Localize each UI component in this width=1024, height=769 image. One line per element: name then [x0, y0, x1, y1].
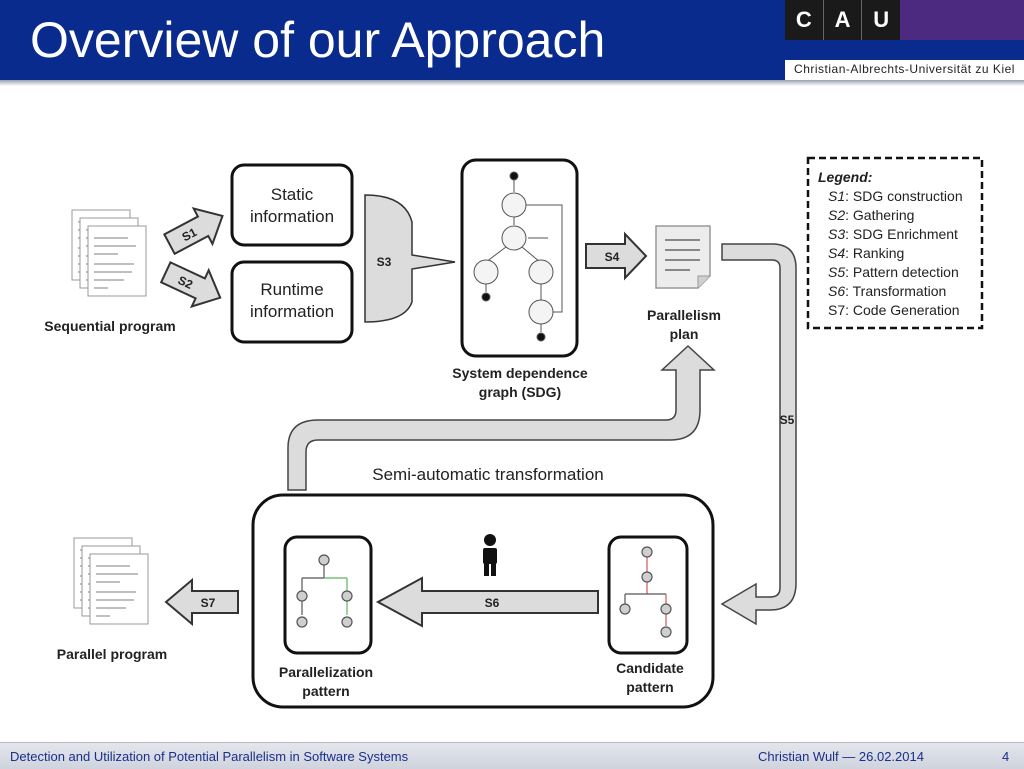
static-information-box [230, 163, 354, 247]
header-shadow [0, 80, 1024, 86]
logo-letter-u: U [873, 7, 890, 32]
sdg-box [460, 158, 579, 358]
legend-item: S5: Pattern detection [828, 264, 959, 280]
s6-label: S6 [485, 596, 500, 610]
candidate-line1: Candidate [616, 660, 684, 676]
s4-label: S4 [605, 250, 620, 264]
s7-label: S7 [201, 596, 216, 610]
legend-item: S4: Ranking [828, 245, 904, 261]
sdg-graph-icon [473, 171, 563, 342]
s1-label: S1 [180, 225, 200, 244]
sequential-program-label: Sequential program [44, 318, 175, 334]
footer-author-date: Christian Wulf — 26.02.2014 [758, 749, 924, 764]
university-name: Christian-Albrechts-Universität zu Kiel [785, 60, 1024, 80]
legend-box [806, 156, 984, 330]
runtime-line2: information [250, 302, 334, 321]
cau-logo: C A U [785, 0, 900, 40]
candidate-line2: pattern [626, 679, 673, 695]
page-number: 4 [1002, 749, 1010, 764]
runtime-information-box [230, 260, 354, 344]
logo-letter-a: A [824, 0, 863, 40]
sdg-label-line2: graph (SDG) [479, 384, 561, 400]
legend-item: S2: Gathering [828, 207, 914, 223]
static-line2: information [250, 207, 334, 226]
legend-item: S1: SDG construction [828, 188, 963, 204]
parallel-program-label: Parallel program [57, 646, 168, 662]
parallelization-line1: Parallelization [279, 664, 373, 680]
parallelization-line2: pattern [302, 683, 349, 699]
legend-item: S6: Transformation [828, 283, 946, 299]
s2-label: S2 [176, 273, 196, 292]
footer-title: Detection and Utilization of Potential P… [10, 749, 409, 764]
s6-arrow: S6 [375, 576, 599, 628]
user-icon [483, 534, 497, 576]
plan-line1: Parallelism [647, 307, 721, 323]
slide-title: Overview of our Approach [30, 12, 606, 68]
legend-item: S7: Code Generation [828, 302, 960, 318]
parallel-program-icon [73, 537, 149, 625]
static-line1: Static [271, 185, 314, 204]
sequential-program-icon [71, 209, 147, 297]
plan-line2: plan [670, 326, 699, 342]
candidate-pattern-box [607, 535, 689, 655]
sdg-label-line1: System dependence [452, 365, 588, 381]
slide-footer: Detection and Utilization of Potential P… [0, 742, 1024, 769]
s5-label: S5 [780, 413, 795, 427]
s7-arrow: S7 [164, 577, 239, 627]
logo-letter-c: C [785, 0, 824, 40]
s1-arrow: S1 [162, 207, 224, 256]
legend-title: Legend: [818, 169, 872, 185]
runtime-line1: Runtime [260, 280, 323, 299]
approach-diagram: Sequential program S1 S2 Static informat… [44, 156, 984, 709]
s3-brace [364, 194, 456, 323]
s2-arrow: S2 [159, 261, 222, 309]
s4-arrow: S4 [585, 231, 648, 281]
s5-arrow [720, 243, 797, 626]
legend-item: S3: SDG Enrichment [828, 226, 958, 242]
s3-label: S3 [377, 255, 392, 269]
candidate-graph-icon [619, 546, 672, 638]
parallelization-graph-icon [296, 554, 353, 628]
feedback-arrow [287, 344, 716, 491]
parallelism-plan-icon [655, 225, 711, 289]
semi-automatic-label: Semi-automatic transformation [372, 465, 603, 484]
header-accent-bar [900, 0, 1024, 40]
